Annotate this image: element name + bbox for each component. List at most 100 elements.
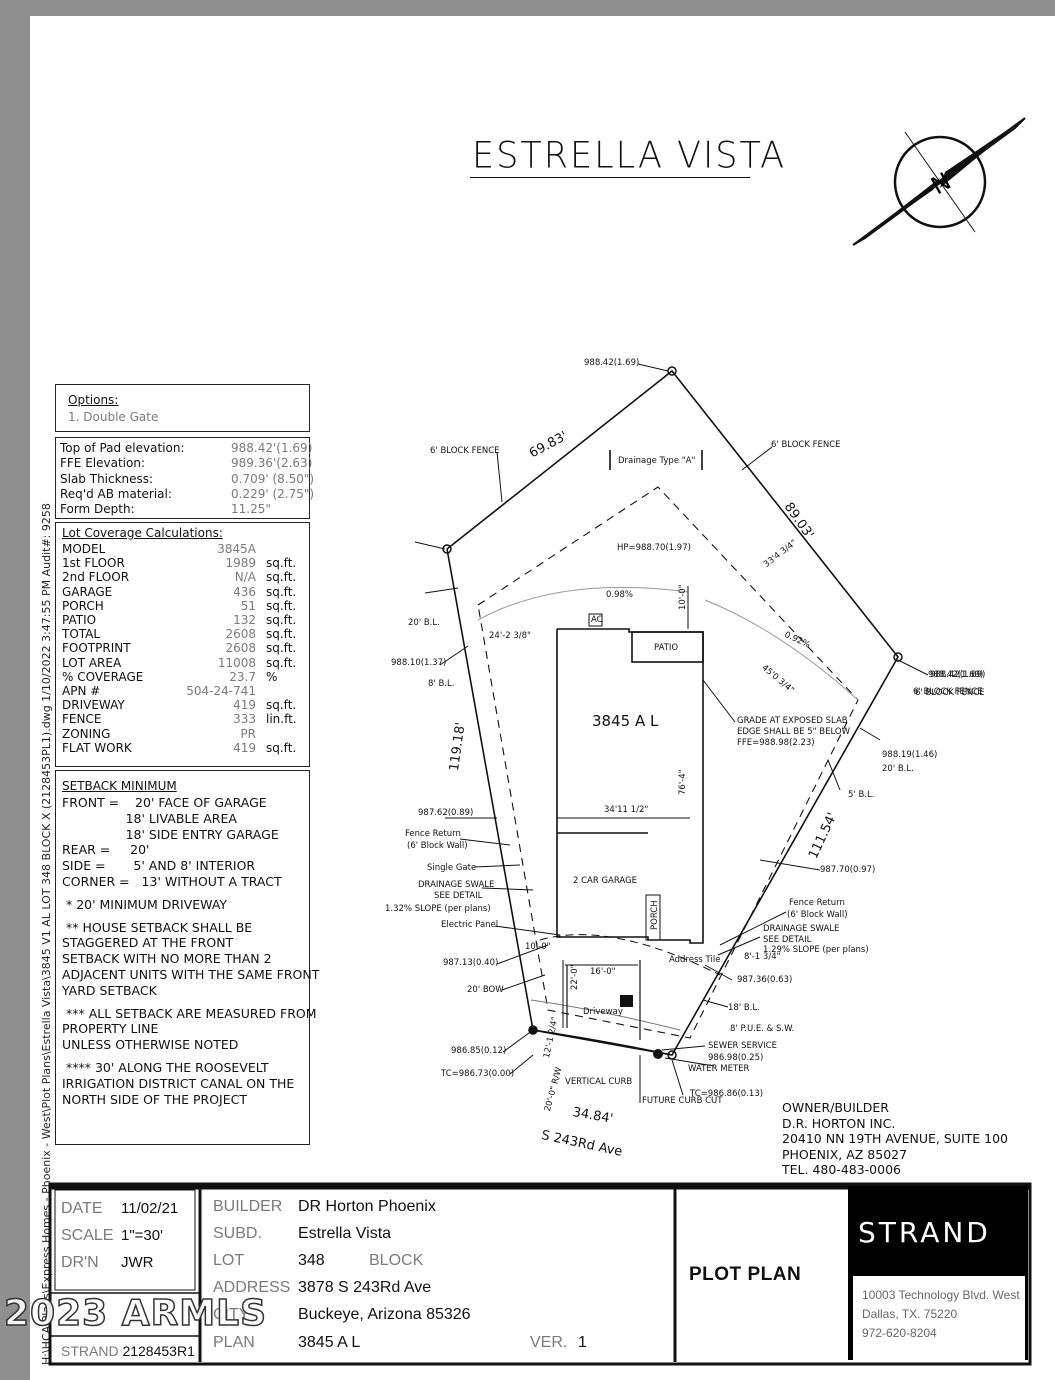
plan-annotation: 988.19(1.46) [882,750,938,760]
plan-annotation: 6' BLOCK FENCE [915,688,985,698]
armls-watermark: 2023 ARMLS [3,1292,268,1335]
coverage-row-value: 333 [233,712,256,727]
coverage-row-unit: sq.ft. [266,641,297,656]
plan-annotation: 5' B.L. [848,790,875,800]
coverage-row-label: PORCH [62,598,104,613]
plan-annotation: 988.42(1.69) [928,670,984,680]
plan-annotation: 6' BLOCK FENCE [430,446,500,456]
coverage-row-label: FOOTPRINT [62,641,131,656]
coverage-row-value: 2608 [225,627,256,642]
plan-annotation: 8'-1 3/4" [744,952,781,962]
setback-line: CORNER = 13' WITHOUT A TRACT [62,874,282,889]
coverage-row-value: 436 [233,584,256,599]
company-address-line: 10003 Technology Blvd. West [862,1288,1020,1302]
plan-annotation: 1.29% SLOPE (per plans) [763,945,869,955]
plan-annotation: GRADE AT EXPOSED SLAB [737,716,848,726]
setback-line: REAR = 20' [62,842,150,858]
plan-annotation: FUTURE CURB CUT [642,1096,723,1106]
setback-line: STAGGERED AT THE FRONT [62,935,234,951]
title-underline [470,177,750,178]
coverage-row-unit: sq.ft. [266,613,297,627]
plan-annotation: DRAINAGE SWALE [763,924,840,934]
version-label: VER. [530,1334,568,1351]
version-value: 1 [578,1334,587,1351]
plot-plan-heading: PLOT PLAN [689,1264,802,1285]
scale-value: 1"=30' [121,1227,163,1244]
plan-annotation: HP=988.70(1.97) [617,543,691,553]
coverage-row-value: PR [240,726,256,741]
coverage-row-label: FLAT WORK [62,740,132,755]
city-label: CITY [213,1306,250,1323]
coverage-row-unit: sq.ft. [266,598,297,613]
plan-annotation: 1.32% SLOPE (per plans) [385,904,491,914]
coverage-row-value: 51 [240,598,256,613]
scale-label: SCALE [61,1227,114,1244]
pad-row-label: Req'd AB material: [60,486,172,501]
pad-row-value: 0.229' (2.75") [231,486,315,501]
plan-annotation: Fence Return [405,829,461,839]
setback-line: 18' SIDE ENTRY GARAGE [62,826,279,842]
plan-annotation: 0.98% [606,590,634,600]
strand-value: 2128453R1 [122,1343,195,1359]
plan-annotation: 986.98(0.25) [708,1053,764,1063]
coverage-row-label: MODEL [62,542,106,556]
plan-annotation: 986.85(0.12) [451,1046,507,1056]
lot-value: 348 [298,1252,325,1269]
coverage-row-label: DRIVEWAY [62,698,125,713]
plan-annotation: 987.13(0.40) [443,958,499,968]
plan-annotation: 10'-0" [525,942,551,952]
pad-row-value: 0.709' (8.50") [231,471,315,486]
setback-line: SETBACK WITH NO MORE THAN 2 [62,951,272,967]
coverage-row-label: 2nd FLOOR [62,570,130,585]
coverage-row-value: 1989 [225,556,256,571]
coverage-row-value: 2608 [225,641,256,656]
owner-line: OWNER/BUILDER [782,1100,889,1115]
plan-annotation: SEE DETAIL [434,891,483,901]
property-line [446,369,899,1056]
plan-annotation: 24'-2 3/8" [489,631,531,641]
plan-annotation: 6' BLOCK FENCE [913,687,983,697]
plan-label: PLAN [213,1334,255,1351]
coverage-row-label: 1st FLOOR [62,556,125,571]
lot-coverage-heading: Lot Coverage Calculations: [62,526,223,540]
pad-row-label: Top of Pad elevation: [60,441,185,455]
setback-line: PROPERTY LINE [62,1021,159,1037]
plan-value: 3845 A L [298,1334,361,1351]
coverage-row-value: 132 [233,613,256,627]
plan-annotation: Electric Panel [441,920,499,930]
pad-row-value: 989.36'(2.63) [231,456,313,471]
coverage-row-unit: lin.ft. [266,712,297,727]
pad-row-value: 11.25" [231,502,271,517]
north-arrow-icon: N [852,117,1026,246]
plan-annotation: 987.62(0.89) [418,808,474,818]
lot-label: LOT [213,1252,245,1269]
plan-annotation: Address Tile [669,955,721,965]
company-phone: 972-620-8204 [862,1326,937,1340]
plan-annotation: 20' BOW [467,985,504,995]
plan-annotation: 988.10(1.37) [391,658,447,668]
coverage-row-value: 11008 [217,655,256,670]
plan-annotation: 20' B.L. [882,764,914,774]
setback-line: FRONT = 20' FACE OF GARAGE [62,795,267,810]
plan-annotation: 2 CAR GARAGE [573,876,638,886]
owner-line: TEL. 480-483-0006 [782,1162,901,1177]
pad-row-value: 988.42'(1.69) [231,441,313,455]
coverage-row-label: GARAGE [62,584,113,599]
setback-line: * 20' MINIMUM DRIVEWAY [62,896,228,912]
page-title: ESTRELLA VISTA [472,135,787,177]
setback-line: *** ALL SETBACK ARE MEASURED FROM [62,1005,317,1021]
plan-annotation: TC=986.86(0.13) [690,1089,764,1099]
plan-annotation: 3845 A L [592,712,659,730]
drawn-by-label: DR'N [61,1254,99,1271]
coverage-row-unit: sq.ft. [266,556,297,571]
setback-line: SIDE = 5' AND 8' INTERIOR [62,858,256,874]
coverage-row-unit: sq.ft. [266,627,297,642]
plan-annotation: AC [591,615,603,625]
plan-annotation: TC=986.73(0.00) [441,1069,515,1079]
setback-line: 18' LIVABLE AREA [62,810,237,826]
owner-line: PHOENIX, AZ 85027 [782,1146,908,1162]
plan-annotation: WATER METER [688,1064,750,1074]
